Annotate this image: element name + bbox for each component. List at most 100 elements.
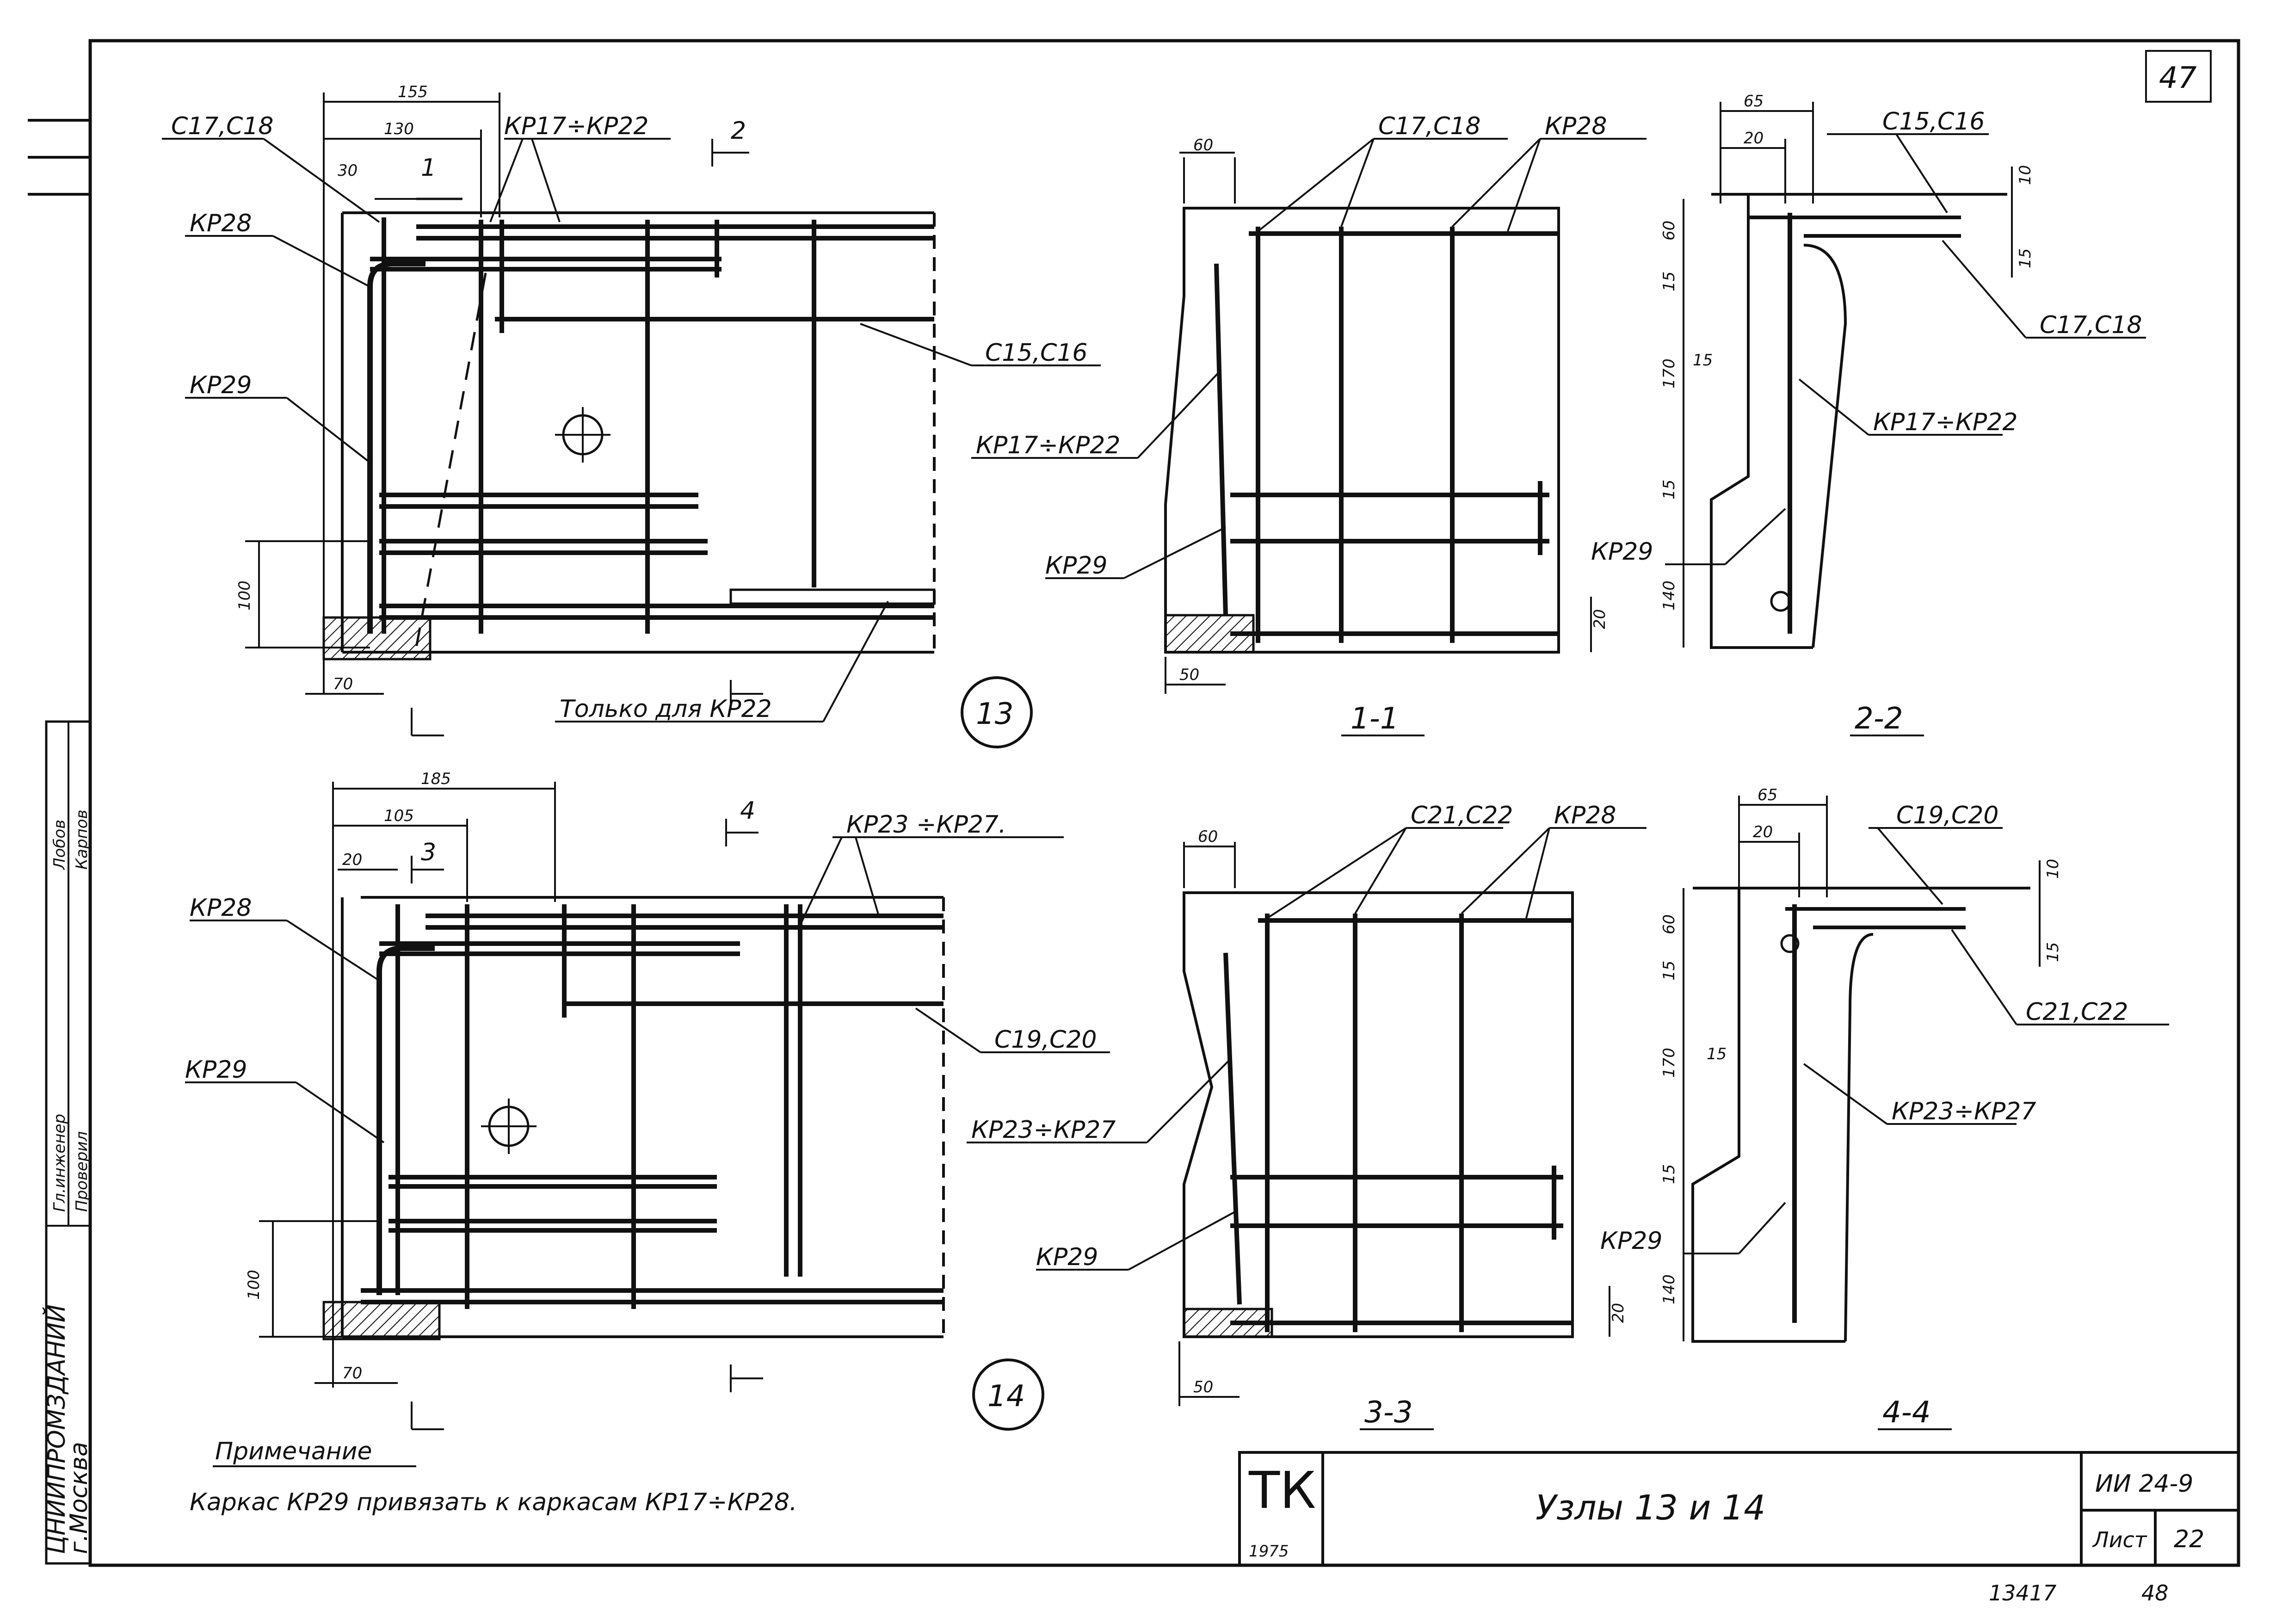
side-stamp-role-1: Гл.инженер bbox=[50, 1114, 69, 1212]
node-13-cut-1: 1 bbox=[421, 154, 436, 182]
note-heading: Примечание bbox=[215, 1438, 372, 1465]
section-4-4-dim-65: 65 bbox=[1758, 786, 1777, 804]
section-1-1-dim-20: 20 bbox=[1591, 609, 1609, 629]
section-2-2-dimensions bbox=[1665, 102, 2146, 648]
node-13-badge-circle bbox=[961, 676, 1033, 748]
section-4-4-dim-10: 10 bbox=[2044, 859, 2062, 879]
node-14-cut-4: 4 bbox=[740, 797, 755, 825]
section-2-2-dim-10: 10 bbox=[2016, 165, 2035, 185]
section-1-1-dim-60: 60 bbox=[1193, 136, 1213, 154]
node-14-dim-70: 70 bbox=[342, 1364, 362, 1383]
node-13-cut-2: 2 bbox=[731, 117, 746, 145]
node-14-dim-100: 100 bbox=[245, 1270, 263, 1300]
node-13-label-c15c16: С15,С16 bbox=[985, 339, 1087, 367]
node-14-dim-105: 105 bbox=[384, 807, 414, 825]
section-3-3-support-hatch bbox=[1183, 1308, 1273, 1338]
node-14-cut-3: 3 bbox=[421, 839, 436, 866]
section-3-3-label-kr28: КР28 bbox=[1554, 802, 1616, 829]
stamp-tk: ТК bbox=[1248, 1461, 1316, 1520]
section-2-2-caption: 2-2 bbox=[1855, 702, 1903, 736]
node-13-label-c17c18: С17,С18 bbox=[171, 112, 273, 140]
side-stamp-org: ЦНИИПРОМЗДАНИЙ bbox=[43, 1304, 71, 1554]
section-3-3-dim-60: 60 bbox=[1198, 827, 1218, 846]
node-13-support-hatch bbox=[322, 616, 432, 661]
node-13-dim-155: 155 bbox=[398, 83, 428, 101]
side-stamp-role-2: Проверил bbox=[73, 1131, 91, 1212]
section-4-4-caption: 4-4 bbox=[1882, 1396, 1931, 1430]
side-stamp-city: г.Москва bbox=[65, 1442, 93, 1554]
node-14-dimensions bbox=[259, 782, 763, 1430]
section-1-1-label-c17c18: С17,С18 bbox=[1378, 112, 1480, 140]
section-2-2-label-c17c18: С17,С18 bbox=[2040, 311, 2142, 339]
section-4-4-dim-15a: 15 bbox=[1660, 961, 1678, 981]
node-13-badge: 13 bbox=[976, 697, 1013, 731]
node-13-label-kr28: КР28 bbox=[190, 210, 252, 237]
section-2-2-label-c15c16: С15,С16 bbox=[1882, 108, 1985, 136]
section-4-4-dim-15c: 15 bbox=[1707, 1045, 1727, 1063]
section-4-4-dim-60: 60 bbox=[1660, 914, 1678, 934]
node-13-label-kr17kr22: КР17÷КР22 bbox=[504, 112, 648, 140]
section-2-2-dim-15c: 15 bbox=[1693, 351, 1713, 370]
section-3-3-dim-20: 20 bbox=[1609, 1303, 1628, 1323]
node-14-view bbox=[341, 896, 945, 1338]
section-4-4-dim-15d: 15 bbox=[1660, 1164, 1678, 1184]
section-2-2-view bbox=[1710, 193, 2007, 649]
node-13-view bbox=[341, 211, 936, 654]
node-14-dim-185: 185 bbox=[421, 770, 451, 788]
section-1-1-view bbox=[1164, 207, 1560, 654]
section-4-4-dim-20: 20 bbox=[1753, 823, 1773, 841]
node-13-dim-130: 130 bbox=[384, 120, 414, 138]
section-4-4-dim-170: 170 bbox=[1660, 1048, 1678, 1078]
section-3-3-caption: 3-3 bbox=[1364, 1396, 1413, 1430]
doc-code: ИИ 24-9 bbox=[2095, 1470, 2193, 1498]
section-3-3-label-c21c22: С21,С22 bbox=[1411, 802, 1513, 829]
section-2-2-dim-140: 140 bbox=[1660, 580, 1678, 611]
sheet-label: Лист bbox=[2092, 1527, 2147, 1552]
section-4-4-dim-15b: 15 bbox=[2044, 942, 2062, 962]
section-3-3-dim-50: 50 bbox=[1193, 1378, 1213, 1396]
section-2-2-label-kr17kr22: КР17÷КР22 bbox=[1873, 408, 2017, 436]
section-3-3-label-kr23kr27: КР23÷КР27 bbox=[971, 1116, 1116, 1144]
node-14-label-kr29: КР29 bbox=[185, 1056, 247, 1084]
section-2-2-dim-65: 65 bbox=[1744, 92, 1764, 111]
node-14-label-c19c20: С19,С20 bbox=[994, 1026, 1097, 1054]
title-block bbox=[1238, 1451, 2240, 1567]
node-14-label-kr23kr27: КР23 ÷КР27. bbox=[846, 811, 1006, 839]
note-text: Каркас КР29 привязать к каркасам КР17÷КР… bbox=[190, 1488, 797, 1516]
section-1-1-caption: 1-1 bbox=[1351, 702, 1399, 736]
section-1-1-label-kr29: КР29 bbox=[1045, 552, 1107, 580]
section-2-2-dim-15a: 15 bbox=[1660, 272, 1678, 291]
node-14-support-hatch bbox=[322, 1301, 441, 1340]
section-2-2-dim-15d: 15 bbox=[1660, 480, 1678, 500]
node-14-leaders bbox=[185, 836, 1110, 1143]
section-1-1-label-kr17kr22: КР17÷КР22 bbox=[976, 432, 1120, 459]
node-13-dimensions bbox=[245, 93, 763, 736]
section-4-4-dimensions bbox=[1683, 796, 2169, 1341]
section-2-2-dim-20: 20 bbox=[1744, 129, 1764, 148]
footer-left-number: 13417 bbox=[1989, 1581, 2056, 1605]
section-4-4-label-c21c22: С21,С22 bbox=[2026, 998, 2128, 1026]
section-1-1-support-hatch bbox=[1164, 614, 1255, 654]
section-4-4-label-c19c20: С19,С20 bbox=[1896, 802, 1998, 829]
section-3-3-label-kr29: КР29 bbox=[1036, 1243, 1098, 1271]
section-4-4-dim-140: 140 bbox=[1660, 1274, 1678, 1304]
side-stamp-name-2: Карпов bbox=[73, 809, 91, 870]
node-13-dim-30: 30 bbox=[338, 161, 358, 180]
sheet-number: 22 bbox=[2174, 1525, 2204, 1553]
node-13-label-only-kr22: Только для КР22 bbox=[560, 695, 772, 723]
section-2-2-label-kr29: КР29 bbox=[1591, 538, 1653, 566]
section-1-1-dim-50: 50 bbox=[1179, 666, 1199, 684]
section-4-4-label-kr23kr27: КР23÷КР27 bbox=[1892, 1098, 2036, 1125]
section-1-1-leaders bbox=[971, 138, 1647, 694]
side-stamp-name-1: Лобов bbox=[50, 820, 69, 871]
node-13-dim-70: 70 bbox=[333, 675, 353, 693]
side-stamp: ЦНИИПРОМЗДАНИЙ г.Москва Гл.инженер Прове… bbox=[43, 720, 93, 1565]
section-3-3-view bbox=[1183, 891, 1574, 1338]
node-13-dim-100: 100 bbox=[235, 580, 254, 611]
page-number: 47 bbox=[2159, 61, 2197, 95]
section-4-4-view bbox=[1691, 887, 2030, 1343]
node-14-badge: 14 bbox=[987, 1379, 1025, 1414]
node-14-badge-circle bbox=[972, 1358, 1044, 1431]
section-2-2-dim-60: 60 bbox=[1660, 221, 1678, 241]
